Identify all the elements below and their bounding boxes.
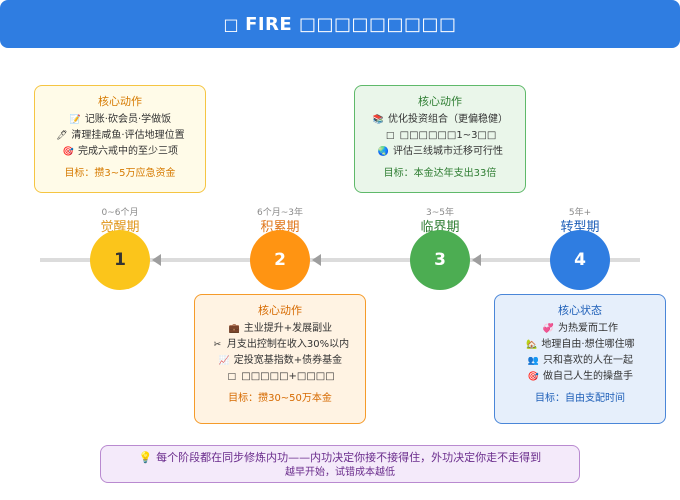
arrow-left-icon [472,254,481,266]
page-header: □ FIRE □□□□□□□□□ [0,0,680,48]
books-icon: 📚 [372,115,385,125]
list-item: 👥只和喜欢的人在一起 [503,353,657,369]
card-title: 核心动作 [258,304,302,317]
item-text: 主业提升+发展副业 [243,323,333,334]
arrow-left-icon [312,254,321,266]
list-item: 🖊清理挂咸鱼·评估地理位置 [43,128,197,144]
item-text: □□□□□□1~3□□ [399,130,497,141]
card-title: 核心动作 [98,95,142,108]
footer-line-1: 💡 每个阶段都在同步修炼内功——内功决定你接不接得住，外功决定你走不走得到 [101,450,579,465]
placeholder-icon: □ [385,131,395,141]
stage-3-card: 核心动作 📚优化投资组合（更偏稳健） □ □□□□□□1~3□□ 🌏评估三线城市迁… [354,85,526,193]
fire-icon: □ [223,14,240,34]
stage-1-card: 核心动作 📝记账·砍会员·学做饭 🖊清理挂咸鱼·评估地理位置 🎯完成六戒中的至少… [34,85,206,193]
chart-icon: 📈 [218,356,230,366]
arrow-left-icon [152,254,161,266]
page-title: FIRE □□□□□□□□□ [245,13,457,35]
footer-text: 每个阶段都在同步修炼内功——内功决定你接不接得住，外功决定你走不走得到 [156,451,542,464]
item-text: 地理自由·想住哪住哪 [541,339,635,350]
list-item: □ □□□□□□1~3□□ [363,128,517,144]
stage-3-period: 3~5年 [426,208,454,218]
list-item: 📈定投宽基指数+债券基金 [203,353,357,369]
item-text: 清理挂咸鱼·评估地理位置 [71,130,185,141]
briefcase-icon: 💼 [228,324,240,334]
list-item: 💼主业提升+发展副业 [203,321,357,337]
list-item: 📚优化投资组合（更偏稳健） [363,112,517,128]
stage-1-node: 1 [90,230,150,290]
target-icon: 🎯 [62,147,75,157]
item-text: 为热爱而工作 [558,323,618,334]
item-text: 评估三线城市迁移可行性 [393,146,503,157]
memo-icon: 📝 [69,115,81,125]
item-text: 优化投资组合（更偏稳健） [388,114,508,125]
item-text: 只和喜欢的人在一起 [543,355,633,366]
stage-4-period: 5年+ [568,208,592,218]
list-item: 📝记账·砍会员·学做饭 [43,112,197,128]
stage-4-node: 4 [550,230,610,290]
item-text: 记账·砍会员·学做饭 [84,114,172,125]
item-text: 做自己人生的操盘手 [543,371,633,382]
list-item: 🌏评估三线城市迁移可行性 [363,144,517,160]
stage-2-period: 6个月~3年 [257,208,303,218]
lightbulb-icon: 💡 [138,451,153,464]
list-item: 🏡地理自由·想住哪住哪 [503,337,657,353]
list-item: □ □□□□□+□□□□ [203,369,357,385]
heart-icon: 💞 [542,324,555,334]
scissors-icon: ✂ [213,340,222,350]
pen-icon: 🖊 [56,131,68,141]
card-goal: 目标：自由支配时间 [535,393,625,404]
list-item: 🎯做自己人生的操盘手 [503,369,657,385]
item-text: □□□□□+□□□□ [241,371,335,382]
stage-3-node: 3 [410,230,470,290]
card-goal: 目标：攒3~5万应急资金 [64,168,176,179]
stage-2-node: 2 [250,230,310,290]
list-item: 💞为热爱而工作 [503,321,657,337]
list-item: 🎯完成六戒中的至少三项 [43,144,197,160]
card-goal: 目标：本金达年支出33倍 [383,168,497,179]
footer-note: 💡 每个阶段都在同步修炼内功——内功决定你接不接得住，外功决定你走不走得到 越早… [100,445,580,483]
card-title: 核心状态 [558,304,602,317]
item-text: 完成六戒中的至少三项 [78,146,178,157]
footer-line-2: 越早开始，试错成本越低 [285,467,395,478]
globe-icon: 🌏 [377,147,390,157]
list-item: ✂ 月支出控制在收入30%以内 [203,337,357,353]
item-text: 定投宽基指数+债券基金 [233,355,343,366]
stage-1-period: 0~6个月 [101,208,139,218]
item-text: 月支出控制在收入30%以内 [226,339,350,350]
placeholder-icon: □ [227,372,237,382]
target-icon: 🎯 [527,372,540,382]
timeline-line [40,258,640,262]
people-icon: 👥 [527,356,540,366]
house-icon: 🏡 [526,340,538,350]
stage-2-card: 核心动作 💼主业提升+发展副业 ✂ 月支出控制在收入30%以内 📈定投宽基指数+债… [194,294,366,424]
stage-4-card: 核心状态 💞为热爱而工作 🏡地理自由·想住哪住哪 👥只和喜欢的人在一起 🎯做自己… [494,294,666,424]
card-title: 核心动作 [418,95,462,108]
card-goal: 目标：攒30~50万本金 [228,393,332,404]
